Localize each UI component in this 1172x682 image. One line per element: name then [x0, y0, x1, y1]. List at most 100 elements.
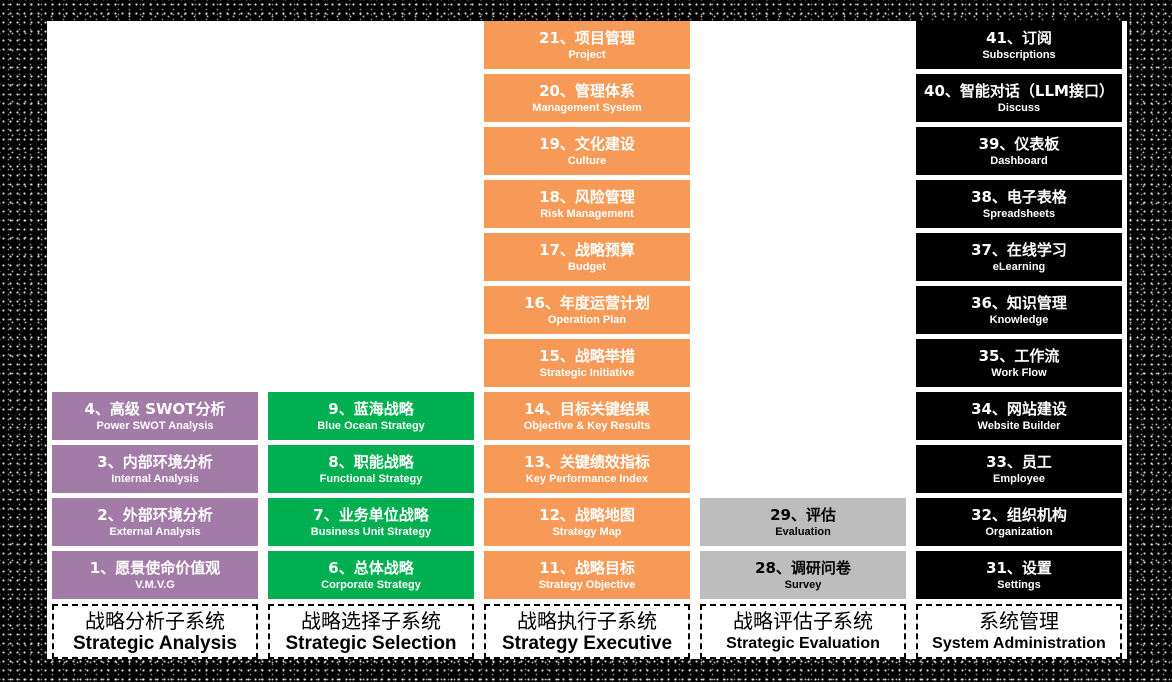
- module-label-zh: 4、高级 SWOT分析: [84, 399, 226, 418]
- module-label-en: Work Flow: [991, 366, 1047, 379]
- module-box[interactable]: 13、关键绩效指标 Key Performance Index: [484, 445, 690, 493]
- module-label-en: V.M.V.G: [135, 578, 175, 591]
- module-box[interactable]: 31、设置 Settings: [916, 551, 1122, 599]
- subsystem-title-zh: 战略选择子系统: [301, 608, 441, 633]
- module-box[interactable]: 41、订阅 Subscriptions: [916, 21, 1122, 69]
- module-label-en: Power SWOT Analysis: [96, 419, 214, 432]
- module-label-zh: 15、战略举措: [539, 346, 635, 365]
- module-label-zh: 14、目标关键结果: [524, 399, 650, 418]
- module-label-en: External Analysis: [109, 525, 201, 538]
- module-box[interactable]: 18、风险管理 Risk Management: [484, 180, 690, 228]
- module-box[interactable]: 3、内部环境分析 Internal Analysis: [52, 445, 258, 493]
- module-label-zh: 9、蓝海战略: [328, 399, 414, 418]
- module-box[interactable]: 32、组织机构 Organization: [916, 498, 1122, 546]
- module-label-zh: 36、知识管理: [971, 293, 1067, 312]
- subsystem-title-en: Strategy Executive: [501, 632, 673, 654]
- module-label-en: Risk Management: [540, 207, 634, 220]
- module-label-en: Employee: [993, 472, 1045, 485]
- module-label-zh: 20、管理体系: [539, 81, 635, 100]
- module-label-en: Internal Analysis: [111, 472, 199, 485]
- module-box[interactable]: 16、年度运营计划 Operation Plan: [484, 286, 690, 334]
- module-label-zh: 8、职能战略: [328, 452, 414, 471]
- module-label-en: Dashboard: [990, 154, 1048, 167]
- module-box[interactable]: 11、战略目标 Strategy Objective: [484, 551, 690, 599]
- module-label-en: Project: [568, 48, 606, 61]
- subsystem-title-zh: 系统管理: [979, 608, 1059, 633]
- subsystem-title-en: Strategic Analysis: [72, 632, 238, 654]
- module-label-en: Spreadsheets: [982, 207, 1056, 220]
- module-label-zh: 6、总体战略: [328, 558, 414, 577]
- module-box[interactable]: 8、职能战略 Functional Strategy: [268, 445, 474, 493]
- subsystem-title-zh: 战略分析子系统: [85, 608, 225, 633]
- module-box[interactable]: 38、电子表格 Spreadsheets: [916, 180, 1122, 228]
- module-label-en: Budget: [568, 260, 606, 273]
- module-label-en: Strategic Initiative: [539, 366, 635, 379]
- module-box[interactable]: 12、战略地图 Strategy Map: [484, 498, 690, 546]
- module-label-en: Strategy Map: [552, 525, 622, 538]
- module-label-zh: 2、外部环境分析: [97, 505, 213, 524]
- module-label-zh: 11、战略目标: [539, 558, 635, 577]
- subsystem-footer: 战略评估子系统 Strategic Evaluation: [700, 604, 906, 659]
- module-label-en: Website Builder: [977, 419, 1061, 432]
- subsystem-title-zh: 战略评估子系统: [733, 608, 873, 633]
- module-label-en: Settings: [997, 578, 1041, 591]
- module-label-zh: 16、年度运营计划: [524, 293, 650, 312]
- module-label-zh: 40、智能对话（LLM接口）: [924, 81, 1114, 100]
- module-label-zh: 31、设置: [986, 558, 1052, 577]
- module-box[interactable]: 33、员工 Employee: [916, 445, 1122, 493]
- module-label-zh: 12、战略地图: [539, 505, 635, 524]
- module-box[interactable]: 19、文化建设 Culture: [484, 127, 690, 175]
- module-box[interactable]: 6、总体战略 Corporate Strategy: [268, 551, 474, 599]
- module-box[interactable]: 21、项目管理 Project: [484, 21, 690, 69]
- module-label-en: Objective & Key Results: [523, 419, 651, 432]
- module-box[interactable]: 29、评估 Evaluation: [700, 498, 906, 546]
- module-label-zh: 13、关键绩效指标: [524, 452, 650, 471]
- module-box[interactable]: 2、外部环境分析 External Analysis: [52, 498, 258, 546]
- module-label-en: Functional Strategy: [319, 472, 423, 485]
- module-label-en: Operation Plan: [547, 313, 627, 326]
- module-label-zh: 3、内部环境分析: [97, 452, 213, 471]
- module-label-zh: 1、愿景使命价值观: [89, 558, 221, 577]
- module-label-zh: 34、网站建设: [971, 399, 1067, 418]
- module-label-en: Business Unit Strategy: [310, 525, 432, 538]
- module-box[interactable]: 34、网站建设 Website Builder: [916, 392, 1122, 440]
- module-box[interactable]: 7、业务单位战略 Business Unit Strategy: [268, 498, 474, 546]
- module-box[interactable]: 35、工作流 Work Flow: [916, 339, 1122, 387]
- module-label-en: Blue Ocean Strategy: [317, 419, 425, 432]
- module-label-en: Strategy Objective: [538, 578, 636, 591]
- module-box[interactable]: 20、管理体系 Management System: [484, 74, 690, 122]
- module-label-en: Knowledge: [989, 313, 1049, 326]
- module-box[interactable]: 17、战略预算 Budget: [484, 233, 690, 281]
- module-label-zh: 7、业务单位战略: [313, 505, 429, 524]
- module-label-zh: 21、项目管理: [539, 28, 635, 47]
- module-box[interactable]: 9、蓝海战略 Blue Ocean Strategy: [268, 392, 474, 440]
- subsystem-footer: 战略分析子系统 Strategic Analysis: [52, 604, 258, 659]
- subsystem-footer: 系统管理 System Administration: [916, 604, 1122, 659]
- module-label-en: Organization: [985, 525, 1053, 538]
- module-label-zh: 33、员工: [986, 452, 1052, 471]
- subsystem-title-en: Strategic Selection: [285, 632, 457, 654]
- module-box[interactable]: 14、目标关键结果 Objective & Key Results: [484, 392, 690, 440]
- module-box[interactable]: 15、战略举措 Strategic Initiative: [484, 339, 690, 387]
- module-label-zh: 29、评估: [770, 505, 836, 524]
- module-label-zh: 18、风险管理: [539, 187, 635, 206]
- module-label-en: Culture: [567, 154, 607, 167]
- subsystem-footer: 战略执行子系统 Strategy Executive: [484, 604, 690, 659]
- module-box[interactable]: 28、调研问卷 Survey: [700, 551, 906, 599]
- module-label-en: Evaluation: [775, 525, 831, 538]
- module-label-en: Management System: [532, 101, 642, 114]
- module-label-zh: 19、文化建设: [539, 134, 635, 153]
- module-label-en: Key Performance Index: [525, 472, 649, 485]
- module-box[interactable]: 1、愿景使命价值观 V.M.V.G: [52, 551, 258, 599]
- subsystem-footer: 战略选择子系统 Strategic Selection: [268, 604, 474, 659]
- module-box[interactable]: 40、智能对话（LLM接口） Discuss: [916, 74, 1122, 122]
- module-label-en: Discuss: [997, 101, 1041, 114]
- module-box[interactable]: 4、高级 SWOT分析 Power SWOT Analysis: [52, 392, 258, 440]
- module-label-zh: 17、战略预算: [539, 240, 635, 259]
- module-box[interactable]: 36、知识管理 Knowledge: [916, 286, 1122, 334]
- module-box[interactable]: 37、在线学习 eLearning: [916, 233, 1122, 281]
- module-label-en: eLearning: [992, 260, 1046, 273]
- module-label-zh: 28、调研问卷: [755, 558, 851, 577]
- module-box[interactable]: 39、仪表板 Dashboard: [916, 127, 1122, 175]
- diagram-panel: 4、高级 SWOT分析 Power SWOT Analysis 3、内部环境分析…: [47, 21, 1127, 659]
